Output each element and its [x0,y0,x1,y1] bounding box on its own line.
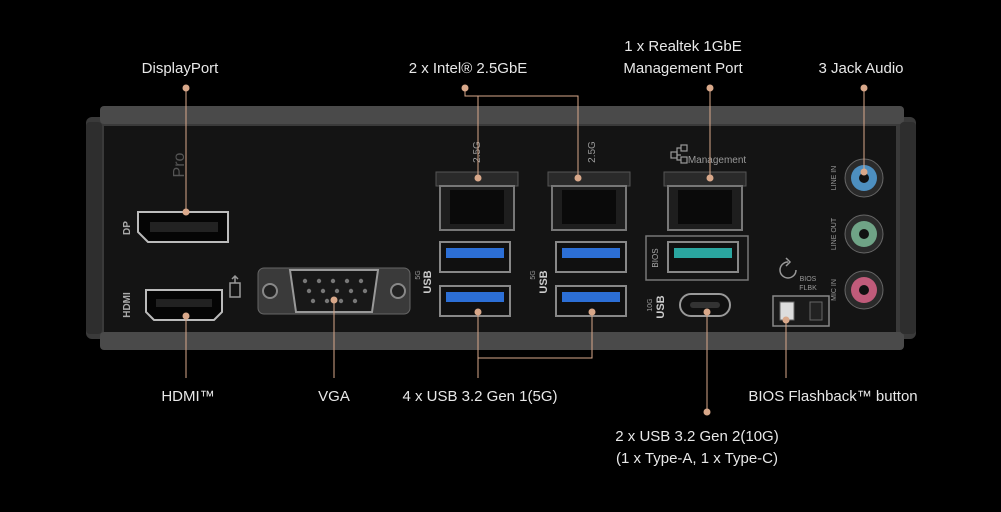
management-port-label: Management [688,155,747,166]
callout-vga: VGA [318,388,350,405]
callout-hdmi: HDMI™ [161,388,215,405]
refresh-icon [779,257,797,279]
usb-5g-port-b1 [555,241,627,273]
usb-5g-port-a1 [439,241,511,273]
usb-10g-type-a-port [645,235,749,281]
vga-port [257,267,411,315]
hdmi-port-label: HDMI [122,292,133,318]
usb-icon [229,274,241,298]
callout-intel-lan: 2 x Intel® 2.5GbE [408,60,528,77]
lan-2-speed-label: 2.5G [587,141,598,163]
lan-port-2 [547,171,631,231]
bios-flashback-button [772,295,830,327]
mic-in-jack [844,270,884,310]
usb-5g-b-label: USB [538,270,550,293]
callout-realtek-line1: 1 x Realtek 1GbE [624,38,742,55]
line-in-label: LINE IN [831,166,838,191]
callout-displayport: DisplayPort [141,60,219,77]
network-icon [670,144,688,164]
bios-flbk-label-2: FLBK [799,285,817,292]
line-out-jack [844,214,884,254]
usb-5g-a-small-label: 5G [415,270,422,279]
usb-5g-b-small-label: 5G [530,270,537,279]
line-in-jack [844,158,884,198]
callout-usb-5g: 4 x USB 3.2 Gen 1(5G) [402,388,558,405]
leader-dots [182,84,868,416]
mic-in-label: MIC IN [831,279,838,301]
usb-5g-a-label: USB [422,270,434,293]
bios-flbk-label-1: BIOS [800,276,817,283]
hdmi-port [145,289,223,321]
usb-10g-label: USB [655,295,667,318]
management-lan-port [663,171,747,231]
leader-lines [185,88,865,412]
bios-usb-label: BIOS [651,248,660,267]
callout-audio: 3 Jack Audio [818,60,904,77]
pro-label: Pro [171,152,188,177]
callout-usb-10g-line1: 2 x USB 3.2 Gen 2(10G) [615,428,779,445]
callout-bios-flashback: BIOS Flashback™ button [748,388,918,405]
usb-10g-type-c-port [679,293,731,317]
callout-realtek-line2: Management Port [623,60,743,77]
line-out-label: LINE OUT [831,217,838,250]
callout-usb-10g-line2: (1 x Type-A, 1 x Type-C) [615,450,779,467]
usb-10g-small-label: 10G [647,298,654,311]
displayport-port [137,211,229,243]
dp-port-label: DP [122,221,133,235]
